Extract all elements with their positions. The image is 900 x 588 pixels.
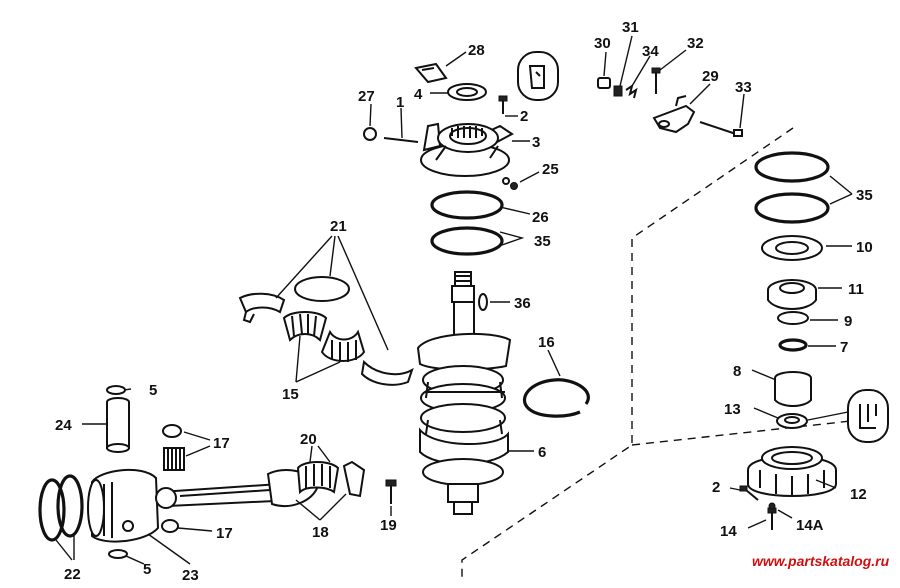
part-24-wrist-pin — [106, 397, 130, 453]
callout-labels: 28 4 27 1 2 3 25 26 35 21 36 15 16 5 24 … — [55, 19, 873, 584]
callout-20: 20 — [300, 431, 317, 448]
part-20-rod-bearing — [296, 460, 366, 498]
part-15-needle-bearings — [282, 311, 366, 362]
callout-6: 6 — [538, 444, 546, 461]
part-34-spring — [625, 83, 638, 99]
part-32-screw — [651, 67, 661, 94]
callout-2-lower: 2 — [712, 479, 720, 496]
part-3-upper-bearing-housing — [420, 122, 514, 177]
part-1-bolt — [383, 137, 419, 143]
callout-14a: 14A — [796, 517, 824, 534]
callout-5-upper: 5 — [149, 382, 157, 399]
part-14a-washer — [768, 502, 776, 510]
part-23-piston — [87, 468, 160, 543]
callout-4: 4 — [414, 86, 423, 103]
part-25-26-washer-nut — [502, 177, 518, 190]
callout-21: 21 — [330, 218, 347, 235]
part-16-retaining-ring — [522, 378, 590, 418]
part-36-ring — [478, 293, 488, 311]
part-27-nut — [363, 127, 377, 141]
callout-36: 36 — [514, 295, 531, 312]
callout-5-lower: 5 — [143, 561, 151, 578]
part-30-bushing — [597, 77, 611, 89]
part-29-bracket — [652, 95, 696, 134]
callout-34: 34 — [642, 43, 659, 60]
callout-12: 12 — [850, 486, 867, 503]
part-17-roller-bearing-upper — [162, 424, 185, 471]
part-28-plate — [414, 62, 448, 84]
callout-22: 22 — [64, 566, 81, 583]
part-6-crankshaft — [416, 271, 512, 515]
callout-32: 32 — [687, 35, 704, 52]
callout-13: 13 — [724, 401, 741, 418]
part-17-washer-lower — [161, 519, 179, 533]
part-19-rod-screw — [385, 479, 397, 504]
callout-26: 26 — [532, 209, 549, 226]
callout-18: 18 — [312, 524, 329, 541]
callout-28: 28 — [468, 42, 485, 59]
part-9-thrust-washer — [777, 311, 809, 325]
callout-8: 8 — [733, 363, 741, 380]
callout-24: 24 — [55, 417, 72, 434]
callout-23: 23 — [182, 567, 199, 584]
part-14-screw — [767, 507, 777, 530]
part-31-clip — [613, 85, 623, 97]
part-4-seal — [447, 83, 487, 101]
callout-14: 14 — [720, 523, 737, 540]
part-5-wire-clip-upper — [106, 385, 126, 395]
part-2-screw-top — [498, 95, 508, 114]
part-33-long-bolt — [699, 121, 743, 137]
callout-3: 3 — [532, 134, 540, 151]
callout-29: 29 — [702, 68, 719, 85]
part-22-piston-rings — [38, 474, 84, 542]
leader-lines — [55, 35, 853, 565]
callout-2: 2 — [520, 108, 528, 125]
callout-1: 1 — [396, 94, 404, 111]
callout-15: 15 — [282, 386, 299, 403]
callout-16: 16 — [538, 334, 555, 351]
callout-17-lower: 17 — [216, 525, 233, 542]
callout-10: 10 — [856, 239, 873, 256]
assembly-boundary-dashed-line — [461, 127, 861, 578]
watermark-text: www.partskatalog.ru — [752, 553, 890, 569]
part-10-retainer-plate — [761, 235, 823, 261]
part-21-bearing-shells — [238, 276, 414, 386]
callout-30: 30 — [594, 35, 611, 52]
callout-25: 25 — [542, 161, 559, 178]
part-11-ball-bearing — [767, 279, 817, 310]
callout-35-lower: 35 — [856, 187, 873, 204]
callout-9: 9 — [844, 313, 852, 330]
part-8-bearing-cup — [774, 371, 812, 407]
part-2-screw-lower — [739, 485, 759, 501]
callout-17-upper: 17 — [213, 435, 230, 452]
sealant-application-icon — [517, 51, 559, 101]
part-35-o-rings-lower — [754, 151, 830, 224]
callout-7: 7 — [840, 339, 848, 356]
callout-35-upper: 35 — [534, 233, 551, 250]
callout-27: 27 — [358, 88, 375, 105]
part-35-o-rings-upper — [430, 190, 504, 256]
callout-33: 33 — [735, 79, 752, 96]
lubricant-application-icon — [847, 389, 889, 443]
part-12-lower-bearing-housing — [747, 446, 837, 497]
callout-31: 31 — [622, 19, 639, 36]
callout-19: 19 — [380, 517, 397, 534]
part-7-seal-ring — [778, 338, 808, 352]
callout-11: 11 — [848, 281, 864, 298]
part-18-connecting-rod — [155, 469, 320, 509]
part-13-seal — [776, 413, 808, 429]
part-5-wire-clip-lower — [108, 549, 128, 559]
